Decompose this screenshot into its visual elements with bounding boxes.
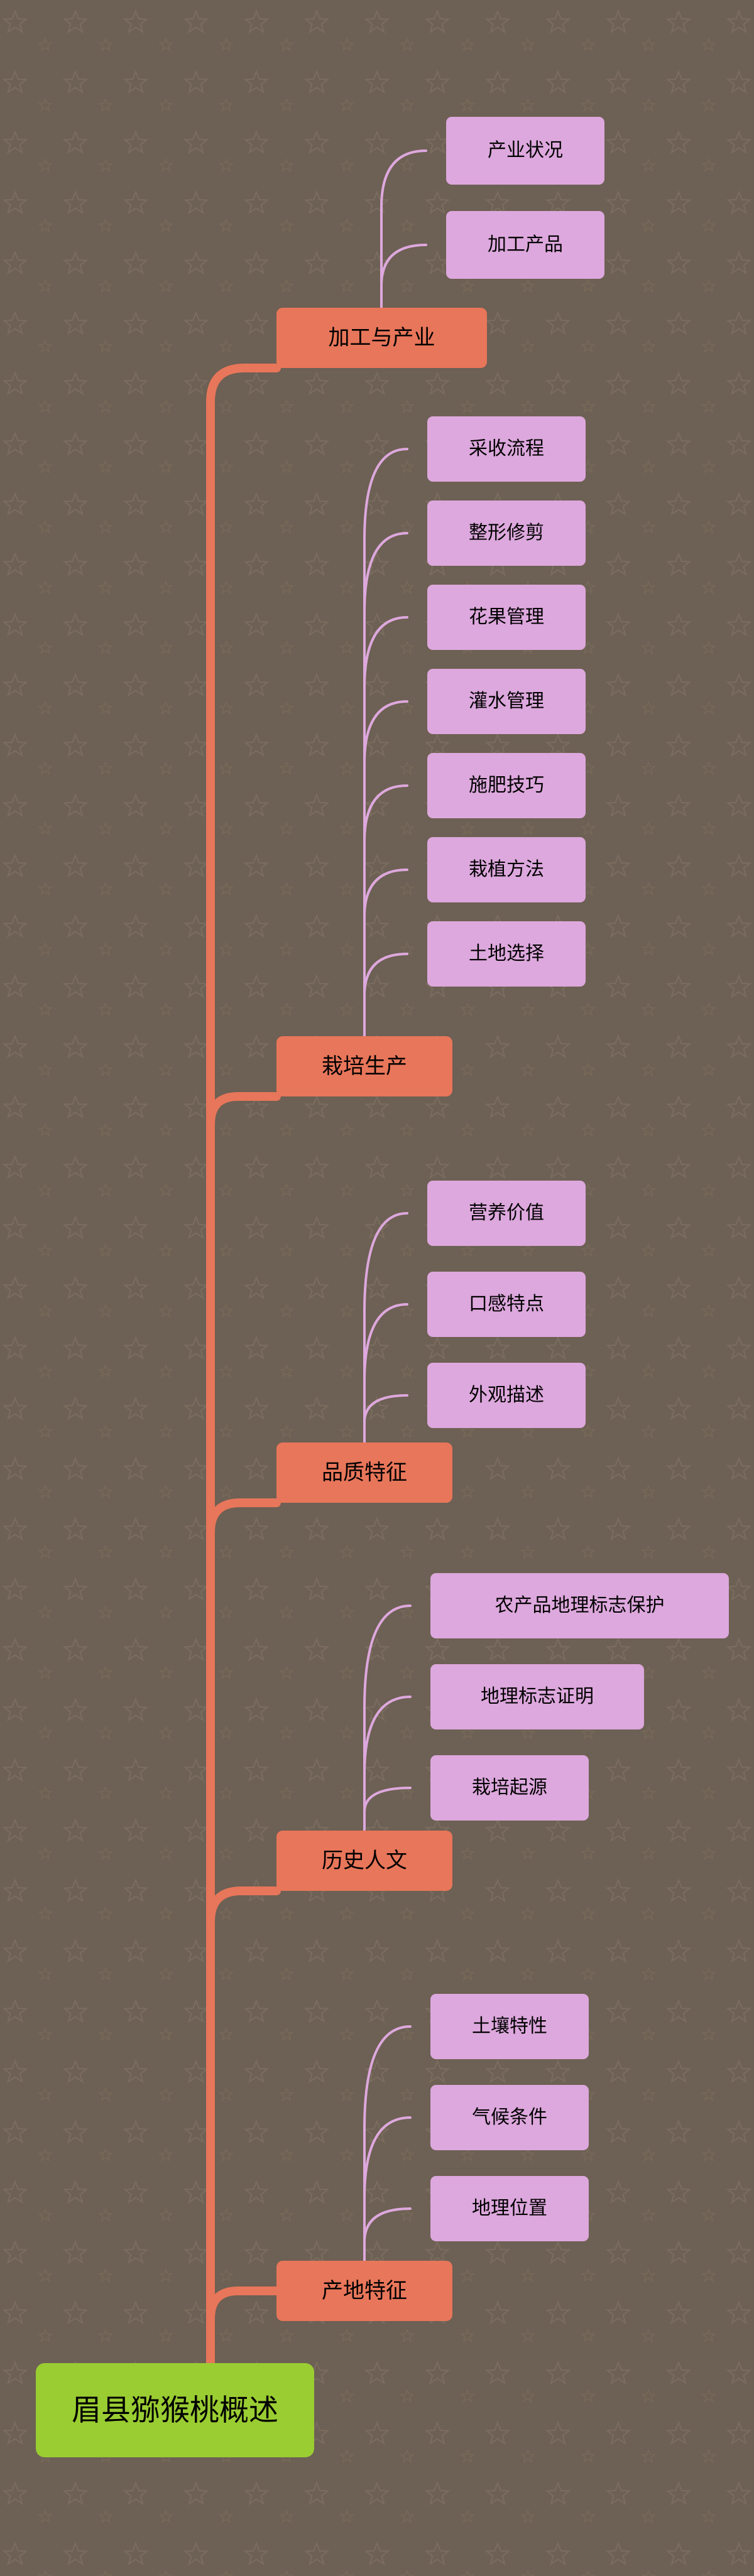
leaf-node-agricultural-geographical-indication-protection[interactable]: 农产品地理标志保护 (430, 1573, 729, 1638)
link-to-口感特点 (363, 1303, 408, 1444)
leaf-node-label: 灌水管理 (469, 690, 544, 712)
leaf-node-appearance-description[interactable]: 外观描述 (427, 1363, 586, 1428)
link-to-灌水管理 (363, 700, 408, 1037)
leaf-node-label: 花果管理 (469, 606, 544, 628)
link-to-气候条件 (363, 2116, 412, 2262)
leaf-node-label: 土地选择 (469, 943, 544, 965)
links-branch-3 (363, 1212, 408, 1444)
trunk-spine (206, 2286, 281, 2368)
leaf-node-label: 采收流程 (469, 438, 544, 460)
leaf-node-geographic-location[interactable]: 地理位置 (430, 2176, 589, 2241)
leaf-node-geographical-indication-certification[interactable]: 地理标志证明 (430, 1664, 644, 1729)
leaf-node-label: 地理标志证明 (481, 1686, 594, 1707)
link-to-加工产品 (380, 244, 427, 309)
branch-node-quality-characteristics[interactable]: 品质特征 (276, 1442, 452, 1503)
leaf-node-label: 整形修剪 (469, 522, 544, 544)
branch-node-label: 产地特征 (322, 2278, 407, 2303)
leaf-node-climate-conditions[interactable]: 气候条件 (430, 2085, 589, 2150)
leaf-node-fertilization-technique[interactable]: 施肥技巧 (427, 753, 586, 818)
branch-node-origin-characteristics[interactable]: 产地特征 (276, 2261, 452, 2321)
link-to-施肥技巧 (363, 784, 408, 1037)
branch-node-label: 加工与产业 (328, 325, 435, 350)
trunk-group (206, 364, 281, 2368)
trunk-spine-2 (206, 1886, 281, 2368)
leaf-node-label: 外观描述 (469, 1384, 544, 1406)
leaf-node-soil-properties[interactable]: 土壤特性 (430, 1994, 589, 2059)
branch-node-cultivation-production[interactable]: 栽培生产 (276, 1036, 452, 1096)
trunk-spine-3 (206, 1498, 281, 2368)
links-branch-2 (363, 448, 408, 1037)
link-to-农产品地理标志保护 (363, 1605, 412, 1832)
leaf-node-processed-products[interactable]: 加工产品 (446, 211, 604, 279)
leaf-node-land-selection[interactable]: 土地选择 (427, 921, 586, 987)
branch-node-label: 历史人文 (322, 1848, 407, 1873)
branch-node-label: 栽培生产 (322, 1054, 407, 1079)
mindmap-root-node[interactable]: 眉县猕猴桃概述 (36, 2363, 314, 2457)
leaf-node-planting-method[interactable]: 栽植方法 (427, 837, 586, 902)
leaf-node-shaping-pruning[interactable]: 整形修剪 (427, 501, 586, 566)
leaf-node-nutritional-value[interactable]: 营养价值 (427, 1181, 586, 1246)
leaf-node-label: 施肥技巧 (469, 774, 544, 796)
link-to-土壤特性 (363, 2025, 412, 2262)
leaf-node-label: 加工产品 (488, 234, 563, 256)
leaf-node-cultivation-origin[interactable]: 栽培起源 (430, 1755, 589, 1821)
leaf-node-label: 产业状况 (488, 139, 563, 161)
link-to-栽植方法 (363, 869, 408, 1037)
links-branch-4 (363, 1605, 412, 1832)
link-to-产业状况 (380, 149, 427, 309)
leaf-node-irrigation-management[interactable]: 灌水管理 (427, 669, 586, 734)
link-to-土地选择 (363, 953, 408, 1037)
leaf-node-flower-fruit-management[interactable]: 花果管理 (427, 585, 586, 650)
trunk-spine-4 (206, 1092, 281, 2368)
link-to-采收流程 (363, 448, 408, 1037)
branch-node-label: 品质特征 (322, 1460, 407, 1485)
trunk-spine-5 (206, 364, 281, 2368)
branch-node-processing-industry[interactable]: 加工与产业 (276, 308, 487, 368)
leaf-node-label: 口感特点 (469, 1293, 544, 1315)
leaf-node-harvest-process[interactable]: 采收流程 (427, 416, 586, 482)
leaf-node-label: 营养价值 (469, 1202, 544, 1224)
link-to-地理位置 (363, 2207, 412, 2262)
leaf-node-label: 气候条件 (472, 2106, 547, 2128)
leaf-node-label: 地理位置 (472, 2197, 547, 2219)
leaf-node-taste-features[interactable]: 口感特点 (427, 1272, 586, 1337)
link-to-花果管理 (363, 616, 408, 1037)
links-branch-1 (380, 149, 427, 309)
link-to-营养价值 (363, 1212, 408, 1444)
links-branch-5 (363, 2025, 412, 2262)
leaf-node-industry-status[interactable]: 产业状况 (446, 117, 604, 185)
link-to-栽培起源 (363, 1787, 412, 1832)
leaf-node-label: 栽植方法 (469, 858, 544, 880)
link-to-整形修剪 (363, 532, 408, 1037)
leaf-node-label: 土壤特性 (472, 2015, 547, 2037)
link-to-外观描述 (363, 1394, 408, 1444)
root-node-label: 眉县猕猴桃概述 (72, 2393, 278, 2428)
leaf-node-label: 栽培起源 (472, 1777, 547, 1799)
leaf-node-label: 农产品地理标志保护 (494, 1594, 665, 1616)
branch-node-history-culture[interactable]: 历史人文 (276, 1831, 452, 1891)
link-to-地理标志证明 (363, 1696, 412, 1832)
